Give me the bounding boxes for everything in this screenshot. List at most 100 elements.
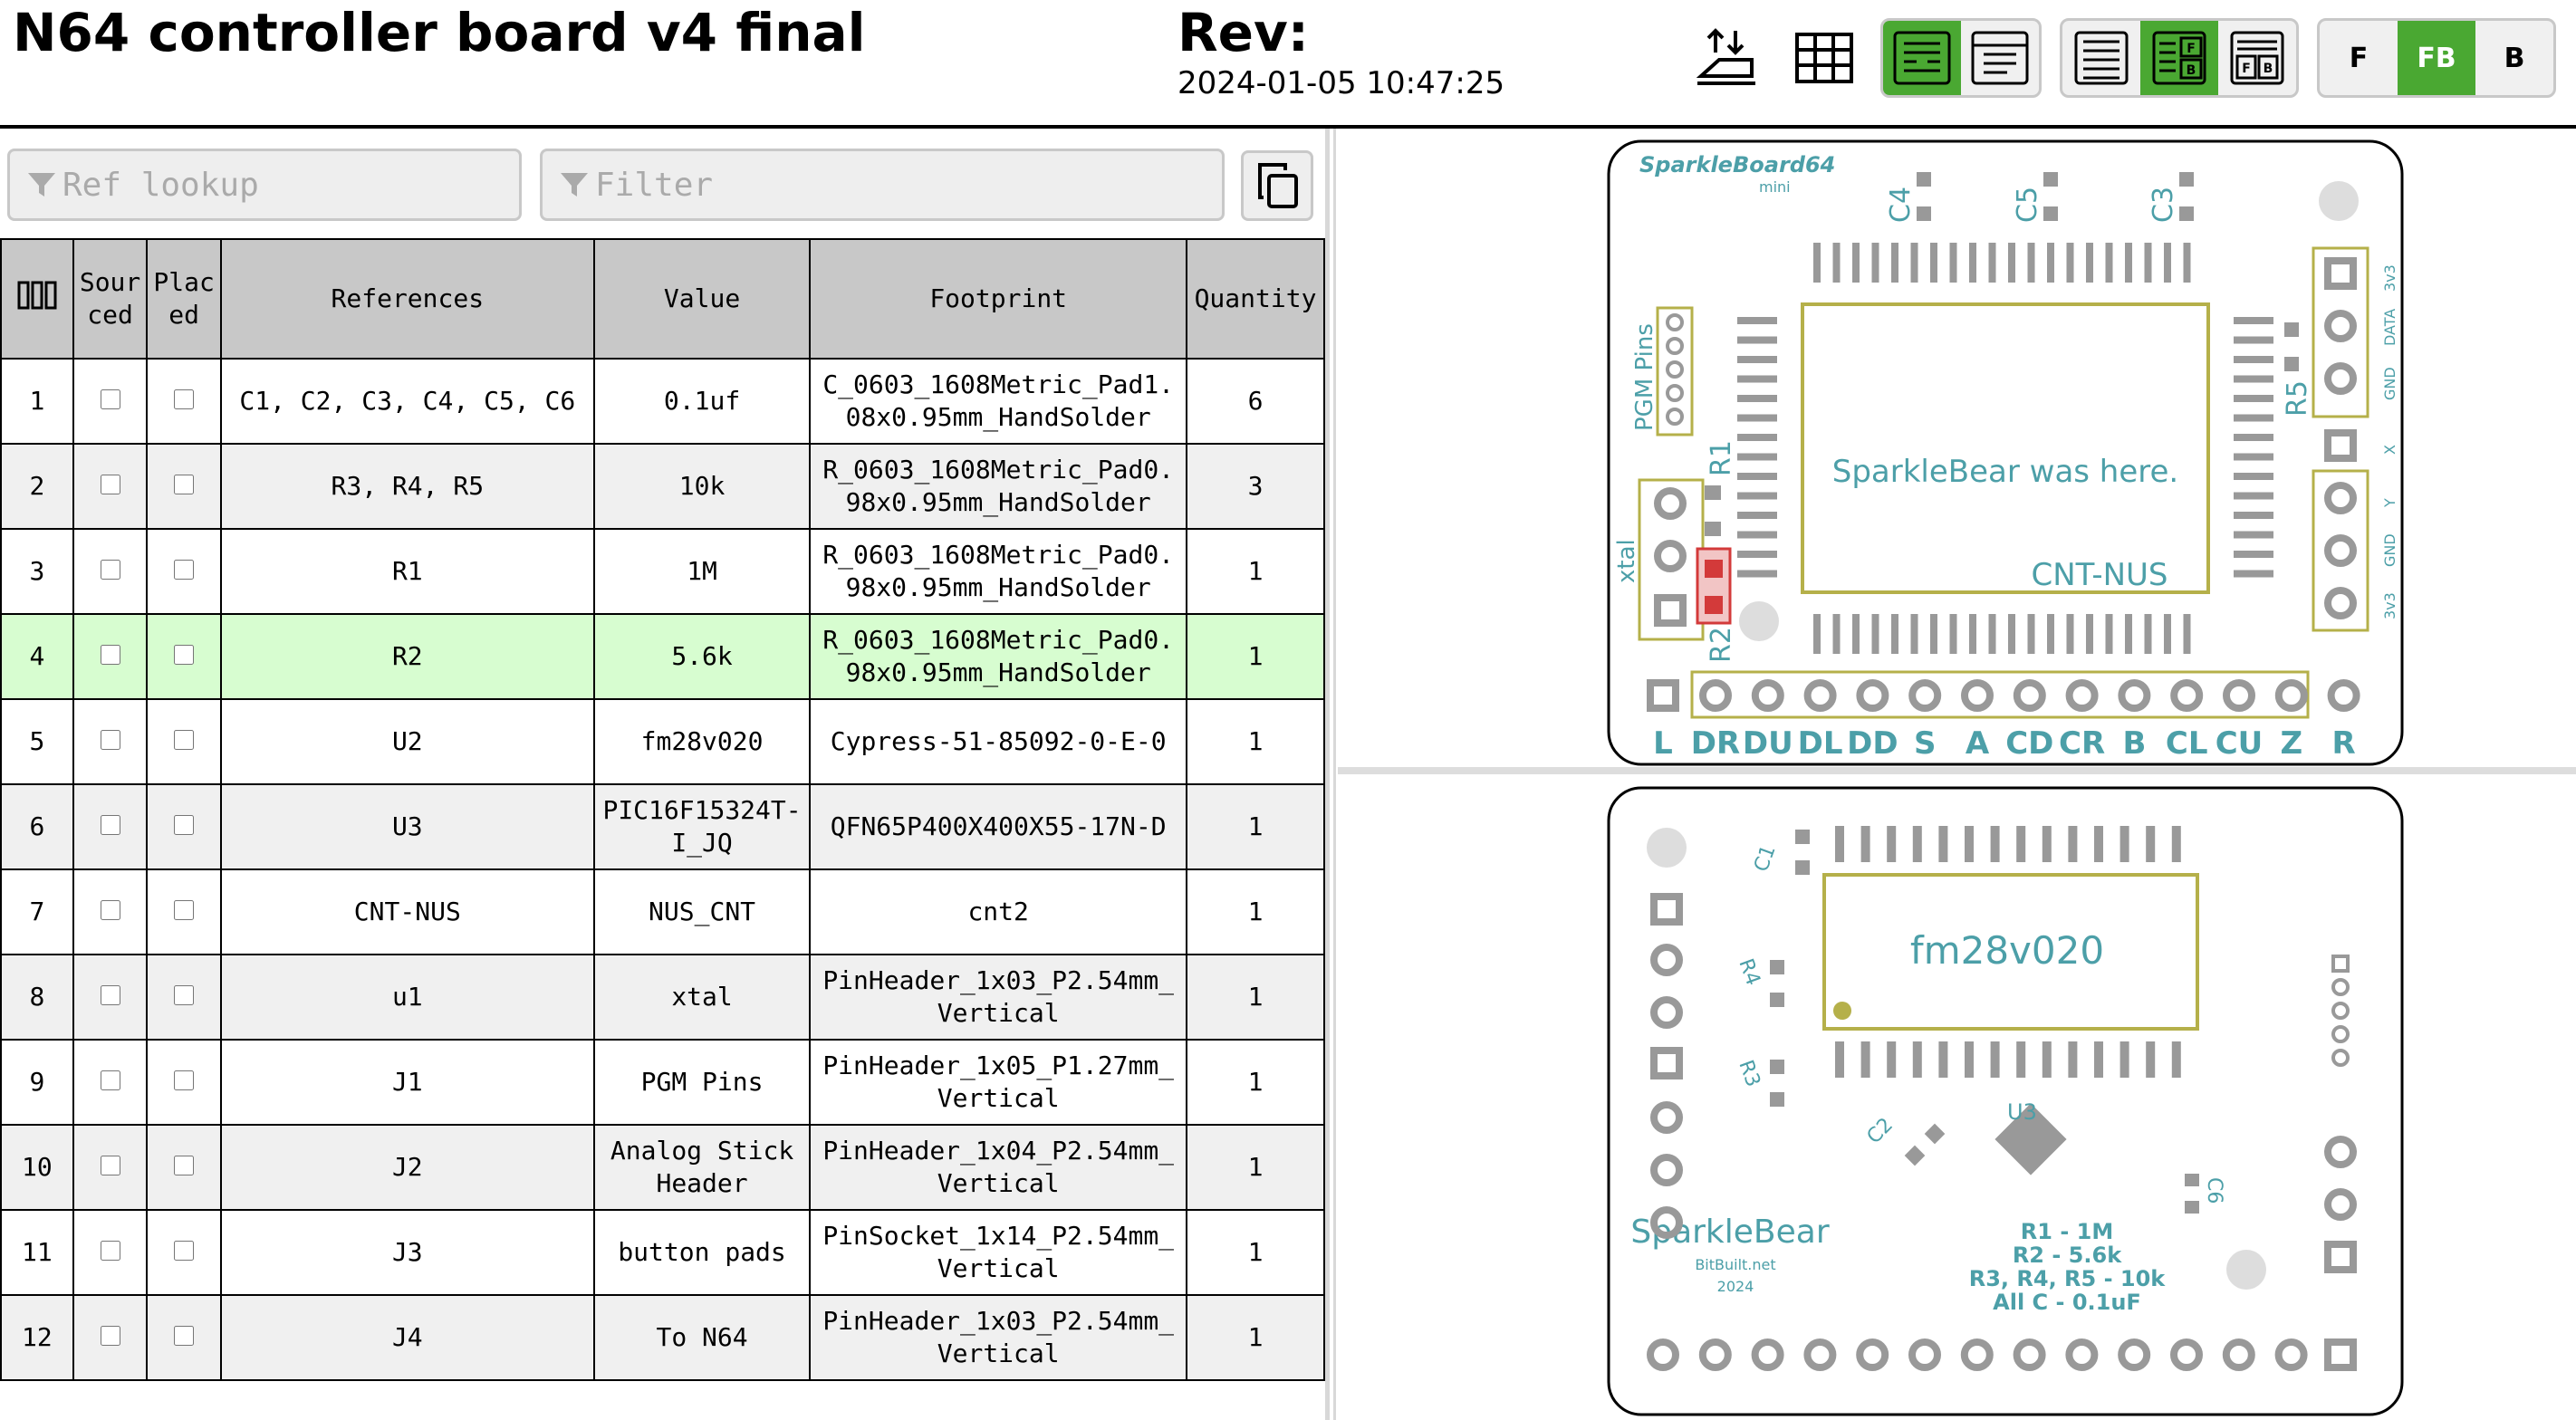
placed-checkbox[interactable] <box>174 560 195 580</box>
both-sides-button[interactable]: FB <box>2398 21 2475 95</box>
cap-c4[interactable]: C4 <box>1885 172 1931 223</box>
grid-icon[interactable] <box>1786 20 1862 96</box>
bom-left-right-fb-button[interactable]: F B <box>2140 21 2218 95</box>
sourced-checkbox[interactable] <box>100 730 120 750</box>
resistor-r5[interactable]: R5 <box>2282 322 2313 417</box>
data-header[interactable]: 3v3 DATA GND <box>2312 246 2398 418</box>
button-pad[interactable] <box>2118 1338 2151 1371</box>
placed-header[interactable]: Placed <box>146 238 222 360</box>
button-pad[interactable] <box>1803 1338 1837 1371</box>
button-pad[interactable] <box>1856 1338 1889 1371</box>
sourced-checkbox[interactable] <box>100 475 120 494</box>
button-pad[interactable] <box>2324 1338 2357 1371</box>
button-pad[interactable] <box>2274 679 2308 712</box>
references-header[interactable]: References <box>219 238 595 360</box>
bom-left-right-button[interactable] <box>1883 21 1961 95</box>
front-canvas[interactable]: SparkleBoard64 mini C4 C5 C3 SparkleBear… <box>1603 136 2409 770</box>
placed-checkbox[interactable] <box>174 815 195 835</box>
placed-checkbox[interactable] <box>174 1156 195 1175</box>
button-pad[interactable] <box>2065 679 2099 712</box>
back-side-button[interactable]: B <box>2504 42 2525 74</box>
button-pad[interactable] <box>1960 1338 1994 1371</box>
sourced-checkbox[interactable] <box>100 645 120 665</box>
back-canvas[interactable]: fm28v020 C1 R4 R3 U3 C2 C6 SparkleBear B… <box>1603 782 2409 1420</box>
button-pad[interactable] <box>1698 1338 1732 1371</box>
button-pad[interactable] <box>2013 679 2046 712</box>
placed-checkbox[interactable] <box>174 730 195 750</box>
bom-only-button[interactable] <box>2062 21 2140 95</box>
placed-checkbox[interactable] <box>174 1241 195 1261</box>
button-pad[interactable] <box>2274 1338 2308 1371</box>
button-pad[interactable] <box>1647 679 1679 712</box>
placed-checkbox[interactable] <box>174 1070 195 1090</box>
xtal-header[interactable]: xtal <box>1613 478 1705 641</box>
button-pads-back[interactable] <box>1647 1338 2308 1371</box>
sourced-checkbox[interactable] <box>100 985 120 1005</box>
resistor-r2-highlighted[interactable]: R2 <box>1696 547 1737 663</box>
sourced-checkbox[interactable] <box>100 560 120 580</box>
sourced-checkbox[interactable] <box>100 1241 120 1261</box>
placed-checkbox[interactable] <box>174 645 195 665</box>
resistor-r1[interactable]: R1 <box>1705 440 1737 536</box>
sourced-header[interactable]: Sourced <box>72 238 149 360</box>
button-pad[interactable] <box>2118 679 2151 712</box>
button-pads[interactable] <box>1699 679 2360 712</box>
bom-top-bottom-fb-button[interactable]: F B <box>2218 21 2296 95</box>
button-pad[interactable] <box>2223 679 2255 712</box>
left-pads-back[interactable] <box>1650 893 1683 1239</box>
copy-button[interactable] <box>1241 150 1313 221</box>
button-pad[interactable] <box>1961 679 1994 712</box>
sourced-checkbox[interactable] <box>100 815 120 835</box>
pgm-pins-header[interactable]: PGM Pins <box>1631 306 1694 437</box>
button-pad[interactable] <box>2065 1338 2099 1371</box>
placed-checkbox[interactable] <box>174 900 195 920</box>
button-pad[interactable] <box>1751 1338 1784 1371</box>
button-pad[interactable] <box>1647 1338 1679 1371</box>
cnt-nus-outline[interactable] <box>1801 302 2210 594</box>
button-pad[interactable] <box>1908 1338 1941 1371</box>
button-pad[interactable] <box>2170 679 2204 712</box>
placed-checkbox[interactable] <box>174 389 195 409</box>
footprint-header[interactable]: Footprint <box>809 238 1187 360</box>
button-pad[interactable] <box>2170 1338 2203 1371</box>
value-header[interactable]: Value <box>592 238 812 360</box>
right-pads-back[interactable] <box>2324 955 2357 1273</box>
button-pad[interactable] <box>2222 1338 2255 1371</box>
placed-checkbox[interactable] <box>174 1326 195 1346</box>
button-pad[interactable] <box>2327 679 2360 712</box>
placed-checkbox[interactable] <box>174 475 195 494</box>
button-pad[interactable] <box>1751 679 1784 712</box>
cap-c5[interactable]: C5 <box>2012 172 2058 223</box>
analog-stick-header[interactable]: X Y GND 3v3 <box>2312 429 2398 632</box>
placed-checkbox[interactable] <box>174 985 195 1005</box>
u2-outline[interactable] <box>1822 873 2199 1031</box>
canvas-splitter[interactable] <box>1338 767 2576 774</box>
cap-c6[interactable]: C6 <box>2185 1174 2225 1214</box>
cap-c3[interactable]: C3 <box>2148 172 2194 223</box>
button-pad[interactable] <box>1856 679 1889 712</box>
sort-column-header[interactable] <box>0 238 74 360</box>
sourced-checkbox[interactable] <box>100 1156 120 1175</box>
quantity-header[interactable]: Quantity <box>1185 238 1326 360</box>
sourced-checkbox[interactable] <box>100 389 120 409</box>
sourced-checkbox[interactable] <box>100 900 120 920</box>
sourced-checkbox[interactable] <box>100 1326 120 1346</box>
ref-lookup-input[interactable]: Ref lookup <box>7 149 522 221</box>
pane-divider[interactable] <box>1333 129 1336 1420</box>
filter-input[interactable]: Filter <box>540 149 1225 221</box>
button-pad[interactable] <box>1803 679 1837 712</box>
bom-top-bottom-button[interactable] <box>1961 21 2039 95</box>
button-pad[interactable] <box>1699 679 1732 712</box>
